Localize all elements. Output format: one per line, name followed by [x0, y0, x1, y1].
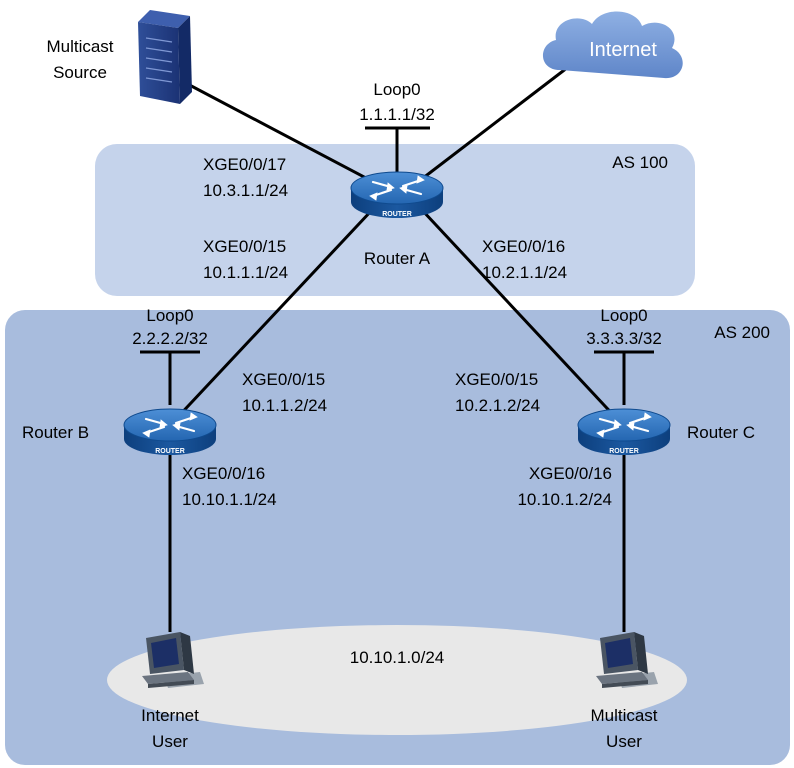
multicast-user-label-line2: User [606, 732, 642, 751]
router-b-name: Router B [22, 423, 89, 442]
router-b-if-a: XGE0/0/15 [242, 370, 325, 389]
as200-label: AS 200 [714, 323, 770, 342]
router-a-badge: ROUTER [382, 211, 412, 218]
source-label-line2: Source [53, 63, 107, 82]
lan-subnet-label: 10.10.1.0/24 [350, 648, 445, 667]
router-a-if-b: XGE0/0/15 [203, 237, 286, 256]
link-router-a-router-c [420, 208, 620, 422]
router-b-if-lan: XGE0/0/16 [182, 464, 265, 483]
router-a-if-src: XGE0/0/17 [203, 155, 286, 174]
router-b-icon[interactable]: ROUTER [122, 407, 218, 457]
router-c-loop-name: Loop0 [600, 306, 647, 325]
router-c-if-a: XGE0/0/15 [455, 370, 538, 389]
router-b-badge: ROUTER [155, 448, 185, 455]
router-a-name: Router A [364, 249, 431, 268]
source-label-line1: Multicast [46, 37, 113, 56]
link-router-a-router-b [173, 208, 374, 422]
cloud-icon [542, 11, 683, 79]
router-a-if-src-ip: 10.3.1.1/24 [203, 181, 288, 200]
router-c-icon[interactable]: ROUTER [576, 407, 672, 457]
as100-region [95, 144, 695, 296]
router-b-if-lan-ip: 10.10.1.1/24 [182, 490, 277, 509]
router-a-if-b-ip: 10.1.1.1/24 [203, 263, 288, 282]
router-a-loop-name: Loop0 [373, 80, 420, 99]
router-c-name: Router C [687, 423, 755, 442]
cloud-label: Internet [589, 39, 657, 61]
router-a-if-c-ip: 10.2.1.1/24 [482, 263, 567, 282]
multicast-user-label-line1: Multicast [590, 706, 657, 725]
router-c-if-a-ip: 10.2.1.2/24 [455, 396, 540, 415]
router-a-if-c: XGE0/0/16 [482, 237, 565, 256]
router-b-loop-ip: 2.2.2.2/32 [132, 329, 208, 348]
router-c-badge: ROUTER [609, 448, 639, 455]
router-b-loop-name: Loop0 [146, 306, 193, 325]
lan-segment [107, 625, 687, 735]
as100-label: AS 100 [612, 153, 668, 172]
server-icon [138, 10, 192, 104]
router-a-loop-ip: 1.1.1.1/32 [359, 105, 435, 124]
internet-user-label-line2: User [152, 732, 188, 751]
router-c-loop-ip: 3.3.3.3/32 [586, 329, 662, 348]
link-source-router-a [179, 78, 386, 190]
router-c-if-lan: XGE0/0/16 [529, 464, 612, 483]
router-c-if-lan-ip: 10.10.1.2/24 [517, 490, 612, 509]
internet-user-label-line1: Internet [141, 706, 199, 725]
link-internet-router-a [409, 56, 581, 190]
router-a-icon[interactable]: ROUTER [349, 170, 445, 220]
router-b-if-a-ip: 10.1.1.2/24 [242, 396, 327, 415]
